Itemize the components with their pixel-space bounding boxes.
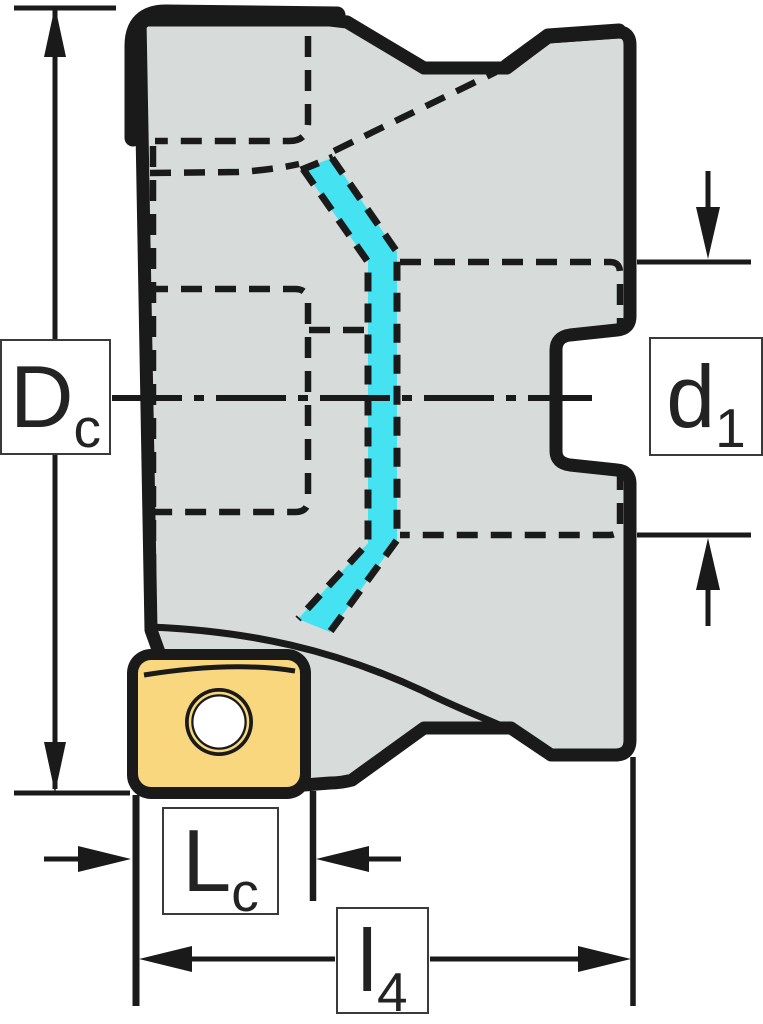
label-l4-sub: 4 [376,960,408,1023]
label-d1-sub: 1 [715,396,746,459]
hidden-line [400,469,624,539]
dimension-lc [44,791,401,1006]
dim-arrowhead-down-icon [44,742,66,793]
label-dc: Dc [10,353,101,456]
label-l4-box: l4 [336,907,429,1019]
label-dc-box: Dc [0,339,111,456]
dim-arrowhead-up-icon [696,538,720,590]
label-lc-base: L [182,811,231,910]
flute-edge-dashed [295,153,401,635]
insert-top-land-line [143,664,296,678]
dim-arrowhead-up-icon [44,6,66,57]
hidden-line [155,36,312,145]
flute-tip-edge [299,153,335,174]
dim-arrowhead-left-icon [139,946,192,972]
label-d1-base: d [666,346,715,446]
flute-right-edge [327,156,401,635]
label-d1: d1 [666,352,746,455]
hidden-lines [147,36,624,612]
flute-left-edge [295,166,372,622]
dimension-l4 [139,757,636,1006]
label-l4: l4 [357,916,407,1019]
cutter-body-top-cap [124,4,346,147]
hidden-line [147,285,312,516]
coolant-flute-highlight [298,158,397,632]
cutter-top-right-edge [499,23,627,74]
label-d1-box: d1 [649,337,763,456]
label-lc-sub: c [231,861,259,923]
label-dc-sub: c [73,397,102,459]
dim-arrowhead-right-icon [578,946,631,972]
dim-arrowhead-left-icon [316,846,369,872]
label-l4-base: l [357,910,377,1010]
dim-arrowhead-down-icon [696,207,720,259]
dimension-d1 [637,171,751,626]
label-dc-base: D [9,347,74,446]
label-lc-box: Lc [162,807,279,920]
hidden-line [400,258,624,331]
insert-hole [193,696,245,748]
cutter-face-curve [149,623,506,731]
dim-arrowhead-right-icon [78,846,131,872]
label-lc: Lc [182,817,258,920]
hidden-line [149,160,300,177]
insert-hole-gold-ring [188,691,250,753]
cutting-insert [127,649,311,799]
